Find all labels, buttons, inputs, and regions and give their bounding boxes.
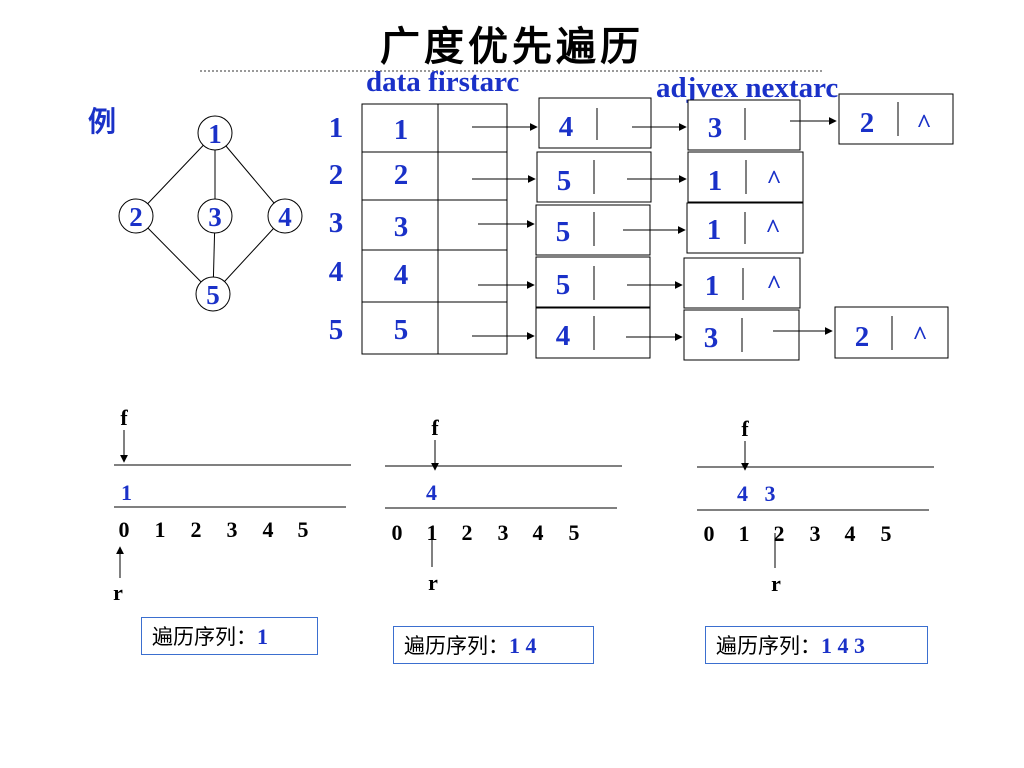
arc-adjvex: 2 xyxy=(855,321,870,353)
graph-node-label: 1 xyxy=(208,119,222,149)
vertex-data: 5 xyxy=(394,314,409,346)
vertex-data: 2 xyxy=(394,159,409,191)
sequence-label: 遍历序列： xyxy=(404,634,509,658)
graph-node-label: 5 xyxy=(206,280,220,310)
example-label: 例 xyxy=(88,105,117,138)
vertex-data: 3 xyxy=(394,211,409,243)
queue-3: f 4 3 0 1 2 3 4 5 r xyxy=(697,416,934,596)
graph-node-label: 4 xyxy=(278,202,292,232)
graph-node-4: 4 xyxy=(267,198,303,234)
graph-node-3: 3 xyxy=(197,198,233,234)
example-graph: 1 2 3 4 5 xyxy=(118,115,303,312)
queue-index: 2 xyxy=(462,520,473,545)
arc-adjvex: 1 xyxy=(707,214,722,246)
arc-adjvex: 1 xyxy=(708,165,723,197)
queue-index: 0 xyxy=(704,521,715,546)
arc-adjvex: 4 xyxy=(556,320,571,352)
vertex-data: 1 xyxy=(394,114,409,146)
arc-adjvex: 5 xyxy=(557,165,572,197)
traversal-sequence-box-1: 遍历序列：1 xyxy=(141,617,318,655)
queue-rear-label: r xyxy=(771,571,781,596)
queue-index: 2 xyxy=(191,517,202,542)
title-underline xyxy=(200,70,822,72)
queue-index: 3 xyxy=(227,517,238,542)
header-adjvex-nextarc: adjvex nextarc xyxy=(656,72,839,104)
vertex-data: 4 xyxy=(394,259,409,291)
arc-nextarc: ^ xyxy=(765,214,780,243)
graph-node-1: 1 xyxy=(197,115,233,151)
queue-front-label: f xyxy=(741,416,749,441)
sequence-value: 1 4 3 xyxy=(821,633,865,658)
vertex-index: 5 xyxy=(329,314,344,346)
arc-list-5: 4 3 2 ^ xyxy=(472,306,949,361)
queue-cells: 4 3 xyxy=(737,481,776,506)
queue-rear-label: r xyxy=(428,570,438,595)
vertex-array: 1 2 3 4 5 1 2 3 4 5 xyxy=(329,103,508,355)
queue-index: 3 xyxy=(498,520,509,545)
traversal-sequence-box-3: 遍历序列：1 4 3 xyxy=(705,626,928,664)
arc-list-2: 5 1 ^ xyxy=(472,151,804,203)
queue-index: 5 xyxy=(881,521,892,546)
queue-index: 4 xyxy=(845,521,856,546)
queue-1: f 1 0 1 2 3 4 5 r xyxy=(113,405,351,605)
queue-cells: 1 xyxy=(121,480,132,505)
sequence-value: 1 xyxy=(257,624,268,649)
arc-list-3: 5 1 ^ xyxy=(478,202,804,256)
arc-nextarc: ^ xyxy=(916,109,931,138)
graph-node-2: 2 xyxy=(118,198,154,234)
arc-list-1: 4 3 2 ^ xyxy=(472,93,954,151)
arc-adjvex: 2 xyxy=(860,107,875,139)
queue-index: 1 xyxy=(739,521,750,546)
arc-adjvex: 5 xyxy=(556,269,571,301)
traversal-sequence-box-2: 遍历序列：1 4 xyxy=(393,626,594,664)
graph-node-label: 2 xyxy=(129,202,143,232)
arc-adjvex: 5 xyxy=(556,216,571,248)
queue-index: 0 xyxy=(119,517,130,542)
arc-nextarc: ^ xyxy=(766,165,781,194)
sequence-label: 遍历序列： xyxy=(716,634,821,658)
sequence-value: 1 4 xyxy=(509,633,537,658)
queue-2: f 4 0 1 2 3 4 5 r xyxy=(385,415,622,595)
queue-front-label: f xyxy=(431,415,439,440)
graph-node-label: 3 xyxy=(208,202,222,232)
arc-nextarc: ^ xyxy=(912,321,927,350)
vertex-index: 1 xyxy=(329,112,344,144)
queue-index: 3 xyxy=(810,521,821,546)
graph-node-5: 5 xyxy=(195,276,231,312)
arc-adjvex: 3 xyxy=(708,112,723,144)
vertex-index: 3 xyxy=(329,207,344,239)
vertex-index: 4 xyxy=(329,256,344,288)
queue-index: 1 xyxy=(155,517,166,542)
sequence-label: 遍历序列： xyxy=(152,625,257,649)
page-title: 广度优先遍历 xyxy=(380,23,644,70)
queue-index: 4 xyxy=(533,520,544,545)
arc-nextarc: ^ xyxy=(766,270,781,299)
queue-rear-label: r xyxy=(113,580,123,605)
queue-index: 5 xyxy=(298,517,309,542)
queue-index: 4 xyxy=(263,517,274,542)
arc-adjvex: 3 xyxy=(704,322,719,354)
arc-adjvex: 1 xyxy=(705,270,720,302)
queue-index: 5 xyxy=(569,520,580,545)
queue-front-label: f xyxy=(120,405,128,430)
queue-index: 0 xyxy=(392,520,403,545)
arc-list-4: 5 1 ^ xyxy=(478,256,801,309)
arc-adjvex: 4 xyxy=(559,111,574,143)
vertex-index: 2 xyxy=(329,159,344,191)
queue-cells: 4 xyxy=(426,480,437,505)
header-data-firstarc: data firstarc xyxy=(366,66,520,98)
queue-index: 2 xyxy=(774,521,785,546)
